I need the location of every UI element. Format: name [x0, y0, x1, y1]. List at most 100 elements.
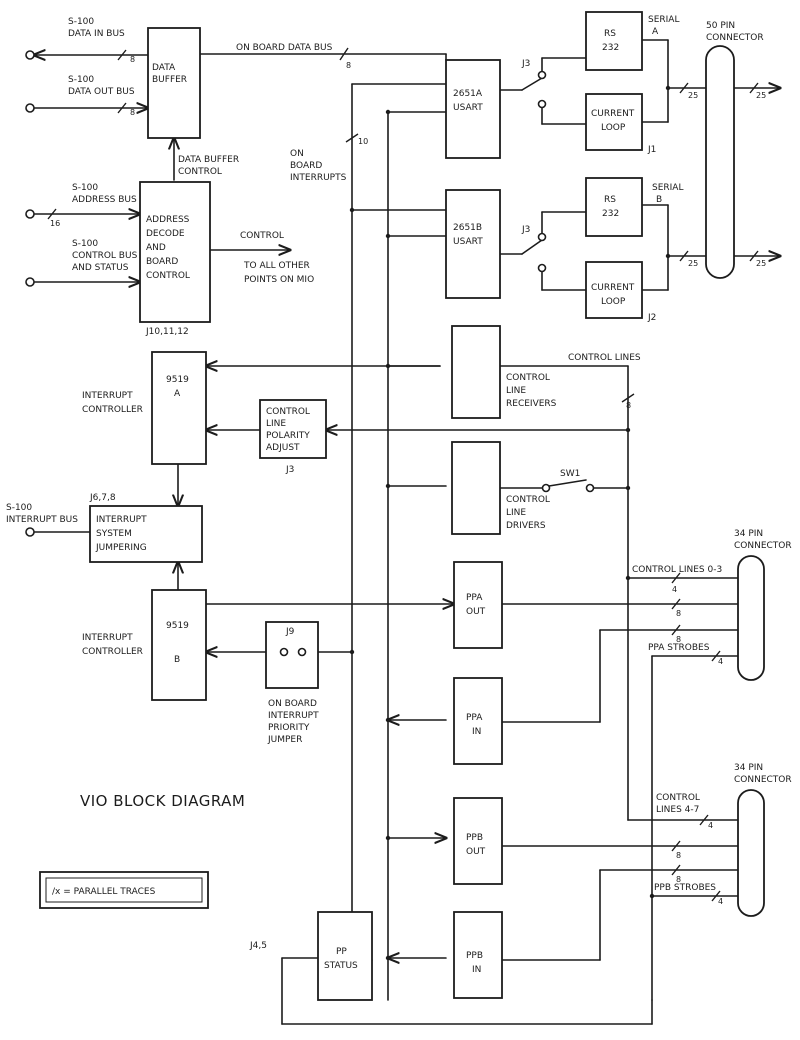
label: J3 [521, 59, 530, 69]
width-label: 4 [718, 897, 723, 906]
block-text: DRIVERS [506, 521, 546, 531]
fifty-pin-connector: 50 PIN CONNECTOR [705, 21, 764, 279]
block-text: PPB [466, 951, 483, 961]
width-label: 4 [708, 821, 713, 830]
label: INTERRUPT [82, 633, 133, 643]
pp-status-block: PP STATUS [317, 911, 373, 1001]
label: PRIORITY [268, 723, 310, 733]
label: CONTROL LINES 0-3 [632, 565, 722, 575]
block-text: SYSTEM [96, 529, 132, 539]
ppa-in-block: PPA IN [453, 677, 503, 765]
usart-b-block: 2651B USART [445, 189, 501, 299]
block-text: B [174, 655, 180, 665]
width-label: 25 [756, 91, 766, 100]
label: J2 [647, 313, 656, 323]
block-text: LINE [266, 419, 286, 429]
connector-text: CONNECTOR [734, 541, 792, 551]
label: LINES 4-7 [656, 805, 699, 815]
width-label: 16 [50, 219, 60, 228]
ppb-in-block: PPB IN [453, 911, 503, 999]
thirtyfour-pin-connector-2: 34 PIN CONNECTOR [734, 763, 792, 917]
label: DATA IN BUS [68, 29, 125, 39]
block-text: CONTROL [506, 495, 550, 505]
label: INTERRUPT BUS [6, 515, 78, 525]
block-text: AND [146, 243, 166, 253]
block-text: LINE [506, 508, 526, 518]
label: SERIAL [652, 183, 683, 193]
block-text: LOOP [601, 297, 626, 307]
label: J3 [521, 225, 530, 235]
width-label: 8 [676, 609, 681, 618]
label: INTERRUPT [268, 711, 319, 721]
label: CONTROLLER [82, 647, 143, 657]
block-text: IN [472, 727, 481, 737]
diagram-title: VIO BLOCK DIAGRAM [80, 792, 245, 810]
label: A [652, 27, 659, 37]
control-line-receivers-block: CONTROL LINE RECEIVERS [451, 325, 557, 419]
width-label: 25 [688, 259, 698, 268]
label: AND STATUS [72, 263, 129, 273]
label: S-100 [6, 503, 32, 513]
data-buffer-block: DATA BUFFER [147, 27, 201, 139]
label: J1 [647, 145, 656, 155]
label: J3 [285, 465, 294, 475]
rs232-b-block: RS 232 [585, 177, 643, 237]
block-text: DECODE [146, 229, 185, 239]
rs232-a-block: RS 232 [585, 11, 643, 71]
label: S-100 [68, 17, 94, 27]
label: DATA OUT BUS [68, 87, 135, 97]
block-text: BOARD [146, 257, 178, 267]
block-text: LINE [506, 386, 526, 396]
label: ON [290, 149, 304, 159]
bus-ticks [47, 47, 759, 902]
block-text: OUT [466, 847, 486, 857]
legend-text: /x = PARALLEL TRACES [52, 887, 156, 897]
block-text: OUT [466, 607, 486, 617]
labels: S-100 DATA IN BUS S-100 DATA OUT BUS S-1… [6, 15, 722, 951]
control-line-drivers-block: CONTROL LINE DRIVERS [451, 441, 550, 535]
label: J4,5 [249, 941, 267, 951]
label: TO ALL OTHER [243, 261, 310, 271]
block-text: RECEIVERS [506, 399, 557, 409]
label: PPA STROBES [648, 643, 710, 653]
label: INTERRUPT [82, 391, 133, 401]
label: PPB STROBES [654, 883, 716, 893]
legend-box: /x = PARALLEL TRACES [39, 871, 209, 909]
label: SW1 [560, 469, 580, 479]
block-text: PP [336, 947, 347, 957]
block-text: CURRENT [591, 283, 635, 293]
connector-text: 34 PIN [734, 763, 763, 773]
width-label: 4 [672, 585, 677, 594]
width-label: 4 [718, 657, 723, 666]
label: S-100 [72, 239, 98, 249]
block-text: USART [453, 237, 483, 247]
block-text: 2651B [453, 223, 482, 233]
block-text: 9519 [166, 375, 189, 385]
block-text: 2651A [453, 89, 483, 99]
block-text: STATUS [324, 961, 358, 971]
block-text: PPB [466, 833, 483, 843]
label: ON BOARD [268, 699, 317, 709]
interrupt-jumpering-block: INTERRUPT SYSTEM JUMPERING [89, 505, 203, 563]
block-text: USART [453, 103, 483, 113]
label: S-100 [72, 183, 98, 193]
usart-a-block: 2651A USART [445, 59, 501, 159]
label: ON BOARD DATA BUS [236, 43, 333, 53]
block-text: RS [604, 195, 616, 205]
label: CONTROL BUS [72, 251, 138, 261]
block-text: A [174, 389, 181, 399]
block-text: POLARITY [266, 431, 310, 441]
label: SERIAL [648, 15, 679, 25]
interrupt-controller-a-block: 9519 A [151, 351, 207, 465]
block-text: PPA [466, 593, 483, 603]
width-label: 8 [130, 55, 135, 64]
label: J10,11,12 [145, 327, 189, 337]
j3-switches [537, 70, 595, 493]
width-label: 8 [676, 851, 681, 860]
block-text: CONTROL [146, 271, 190, 281]
width-label: 8 [626, 401, 631, 410]
width-label: 8 [676, 875, 681, 884]
width-label: 25 [756, 259, 766, 268]
address-decode-block: ADDRESS DECODE AND BOARD CONTROL [139, 181, 211, 323]
block-text: 232 [602, 43, 619, 53]
